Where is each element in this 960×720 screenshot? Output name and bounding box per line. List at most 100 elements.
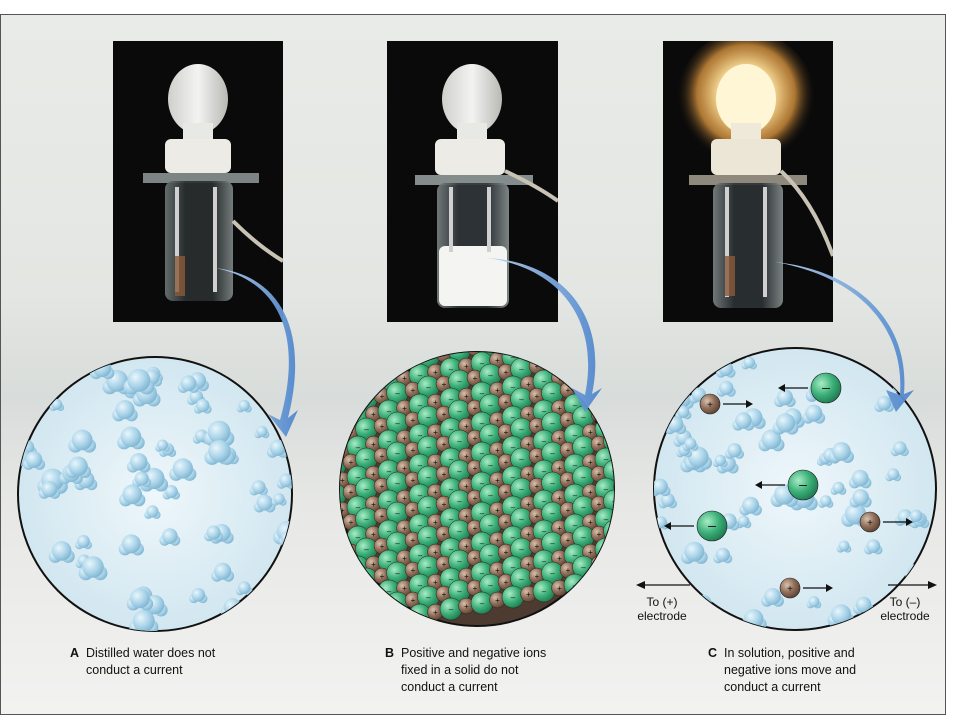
plus-sign: + (504, 308, 509, 317)
positive-ion: + (613, 477, 614, 495)
plus-sign: + (433, 458, 438, 467)
minus-sign: – (449, 485, 454, 494)
plus-sign: + (318, 434, 323, 443)
plus-sign: + (650, 296, 655, 305)
minus-sign: – (418, 581, 423, 590)
plus-sign: + (619, 512, 624, 521)
ion-motion-arrowhead (826, 584, 833, 592)
negative-ion: – (377, 352, 401, 363)
water-molecule (235, 581, 253, 596)
positive-ion: + (622, 340, 638, 356)
minus-sign: – (418, 341, 423, 350)
minus-sign: – (604, 365, 609, 374)
plus-sign: + (557, 464, 562, 473)
water-molecule (741, 356, 757, 370)
minus-sign: – (426, 563, 431, 572)
positive-ion: + (551, 579, 568, 597)
water-molecule (675, 405, 692, 420)
plus-sign: + (566, 356, 571, 365)
minus-sign: – (333, 611, 338, 620)
plus-sign: + (411, 446, 416, 455)
plus-sign: + (566, 566, 571, 575)
plus-sign: + (433, 578, 438, 587)
plus-sign: + (411, 476, 416, 485)
negative-ion: – (340, 513, 347, 537)
positive-ion: + (428, 334, 444, 350)
negative-ion: – (316, 592, 338, 614)
negative-ion: – (480, 304, 502, 326)
positive-ion: + (405, 322, 421, 338)
minus-sign: – (612, 527, 617, 536)
plus-sign: + (504, 338, 509, 347)
minus-sign: – (612, 497, 617, 506)
minus-sign: – (426, 323, 431, 332)
plus-sign: + (535, 392, 540, 401)
plus-sign: + (557, 524, 562, 533)
plus-sign: + (557, 314, 562, 323)
plus-sign: + (566, 326, 571, 335)
negative-ion: – (418, 316, 440, 338)
plus-sign: + (504, 578, 509, 587)
minus-sign: – (581, 533, 586, 542)
plus-sign: + (371, 590, 376, 599)
negative-ion: – (340, 543, 347, 567)
plus-sign: + (619, 302, 624, 311)
minus-sign: – (604, 335, 609, 344)
minus-sign: – (581, 503, 586, 512)
plus-sign: + (411, 386, 416, 395)
plus-sign: + (504, 548, 509, 557)
negative-ion: – (316, 472, 338, 494)
positive-ion: + (590, 555, 608, 573)
minus-sign: – (333, 401, 338, 410)
negative-ion: – (511, 298, 533, 320)
minus-sign: – (612, 347, 617, 356)
plus-sign: + (650, 386, 655, 395)
plus-sign: + (588, 518, 593, 527)
minus-sign: – (325, 419, 330, 428)
minus-sign: – (387, 497, 392, 506)
minus-sign: – (635, 509, 640, 518)
minus-sign: – (325, 479, 330, 488)
minus-sign: – (449, 515, 454, 524)
negative-ion: – (604, 280, 626, 302)
minus-sign: – (457, 317, 462, 326)
minus-sign: – (612, 377, 617, 386)
minus-sign: – (387, 617, 392, 626)
plus-sign: + (504, 458, 509, 467)
plus-sign: + (402, 464, 407, 473)
plus-sign: + (526, 590, 531, 599)
positive-ion: + (590, 405, 608, 423)
plus-sign: + (526, 470, 531, 479)
minus-sign: – (612, 407, 617, 416)
minus-sign: – (573, 491, 578, 500)
minus-sign: – (325, 359, 330, 368)
positive-ion: + (365, 585, 382, 603)
photo-distilled-water (113, 41, 283, 322)
water-molecule (177, 375, 200, 394)
water-molecule (849, 489, 872, 508)
positive-ion: + (614, 298, 630, 314)
positive-ion: + (340, 381, 351, 399)
positive-ion: + (622, 430, 638, 446)
positive-electrode-line2: electrode (637, 609, 687, 623)
water-molecule (864, 539, 883, 555)
minus-sign: – (550, 419, 555, 428)
positive-ion: + (622, 280, 638, 296)
plus-sign: + (371, 620, 376, 629)
plus-sign: + (442, 590, 447, 599)
plus-sign: + (380, 422, 385, 431)
negative-ion: – (635, 364, 657, 386)
minus-sign: – (387, 527, 392, 536)
plus-sign: + (619, 422, 624, 431)
plus-sign: + (371, 410, 376, 419)
minus-sign: – (542, 347, 547, 356)
water-molecule (33, 371, 52, 387)
minus-sign: – (457, 437, 462, 446)
negative-ion: – (533, 310, 555, 332)
positive-ion: + (582, 573, 599, 591)
caption-a-letter: A (70, 646, 80, 660)
plus-sign: + (402, 494, 407, 503)
negative-ion: – (439, 597, 463, 621)
positive-ion: + (312, 550, 328, 566)
water-molecule (32, 603, 51, 619)
